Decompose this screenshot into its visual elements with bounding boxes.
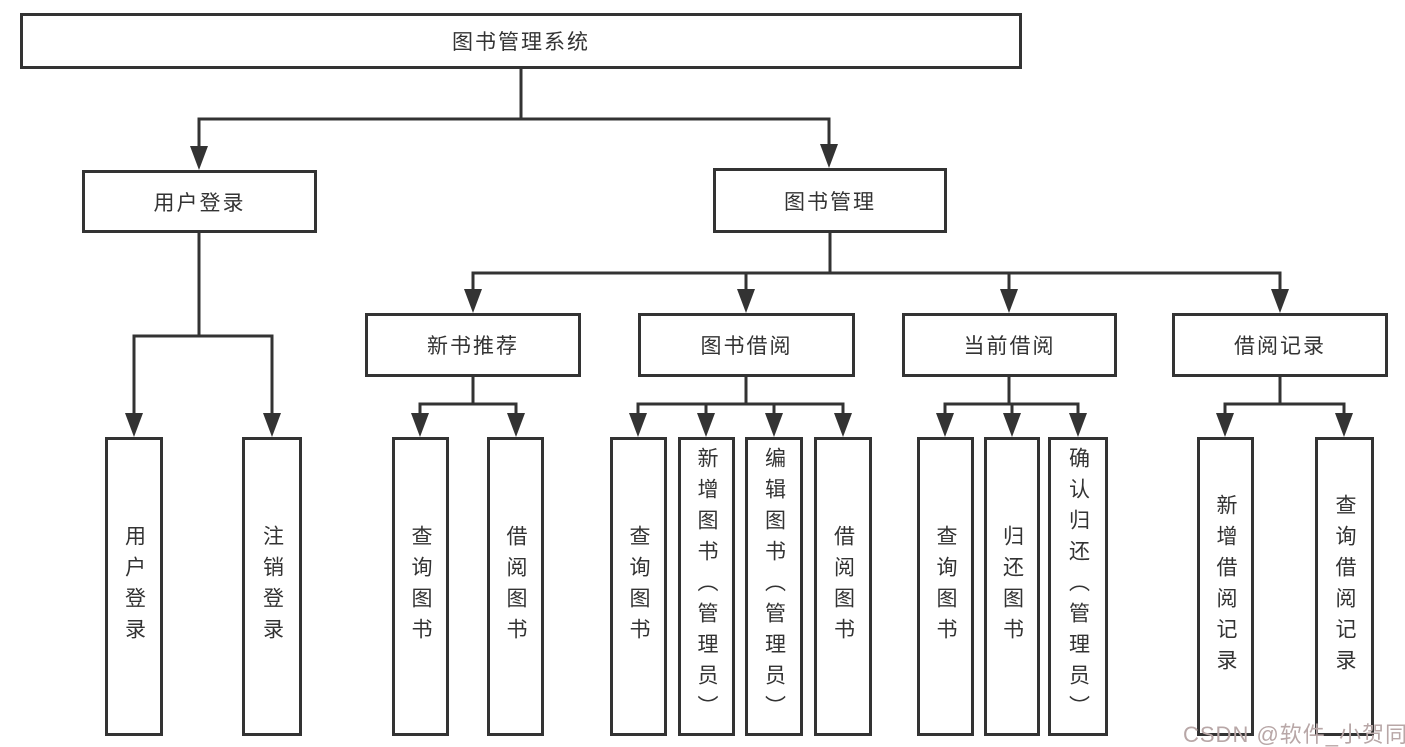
node-new-book-recommendation: 新书推荐 [365, 313, 581, 377]
node-user-login-leaf: 用户登录 [105, 437, 163, 736]
connector-group3-branch [943, 377, 1080, 417]
arrowhead [629, 413, 647, 437]
connector-login-branch [132, 233, 274, 417]
arrowhead [411, 413, 429, 437]
node-user-login: 用户登录 [82, 170, 317, 233]
arrowhead [820, 144, 838, 168]
arrowhead [125, 413, 143, 437]
node-borrow-books-2: 借阅图书 [814, 437, 872, 736]
connector-root-branch [197, 69, 831, 150]
node-book-borrowing: 图书借阅 [638, 313, 855, 377]
node-logout: 注销登录 [242, 437, 302, 736]
node-current-borrowing: 当前借阅 [902, 313, 1117, 377]
connector-group2-branch [636, 377, 845, 417]
node-book-management: 图书管理 [713, 168, 947, 233]
node-add-books-admin: 新增图书（管理员） [678, 437, 735, 736]
node-query-borrow-record: 查询借阅记录 [1315, 437, 1374, 736]
node-query-books-3: 查询图书 [917, 437, 974, 736]
arrowheads [125, 144, 1353, 437]
arrowhead [507, 413, 525, 437]
node-edit-books-admin: 编辑图书（管理员） [745, 437, 803, 736]
arrowhead [737, 289, 755, 313]
node-query-books-2: 查询图书 [610, 437, 667, 736]
arrowhead [1069, 413, 1087, 437]
arrowhead [1003, 413, 1021, 437]
node-query-books-1: 查询图书 [392, 437, 449, 736]
arrowhead [1216, 413, 1234, 437]
arrowhead [1335, 413, 1353, 437]
arrowhead [765, 413, 783, 437]
arrowhead [464, 289, 482, 313]
node-borrowing-records: 借阅记录 [1172, 313, 1388, 377]
arrowhead [190, 146, 208, 170]
arrowhead [936, 413, 954, 437]
arrowhead [834, 413, 852, 437]
node-add-borrow-record: 新增借阅记录 [1197, 437, 1254, 736]
connector-lines [132, 69, 1346, 417]
connector-mgmt-branch [471, 233, 1282, 293]
arrowhead [1000, 289, 1018, 313]
arrowhead [697, 413, 715, 437]
node-library-management-system: 图书管理系统 [20, 13, 1022, 69]
arrowhead [1271, 289, 1289, 313]
csdn-watermark: CSDN @软件_小贺同学 [1183, 722, 1405, 747]
node-return-books: 归还图书 [984, 437, 1040, 736]
connector-group4-branch [1223, 377, 1346, 417]
arrowhead [263, 413, 281, 437]
connector-group1-branch [418, 377, 518, 417]
node-confirm-return-admin: 确认归还（管理员） [1048, 437, 1108, 736]
node-borrow-books-1: 借阅图书 [487, 437, 544, 736]
